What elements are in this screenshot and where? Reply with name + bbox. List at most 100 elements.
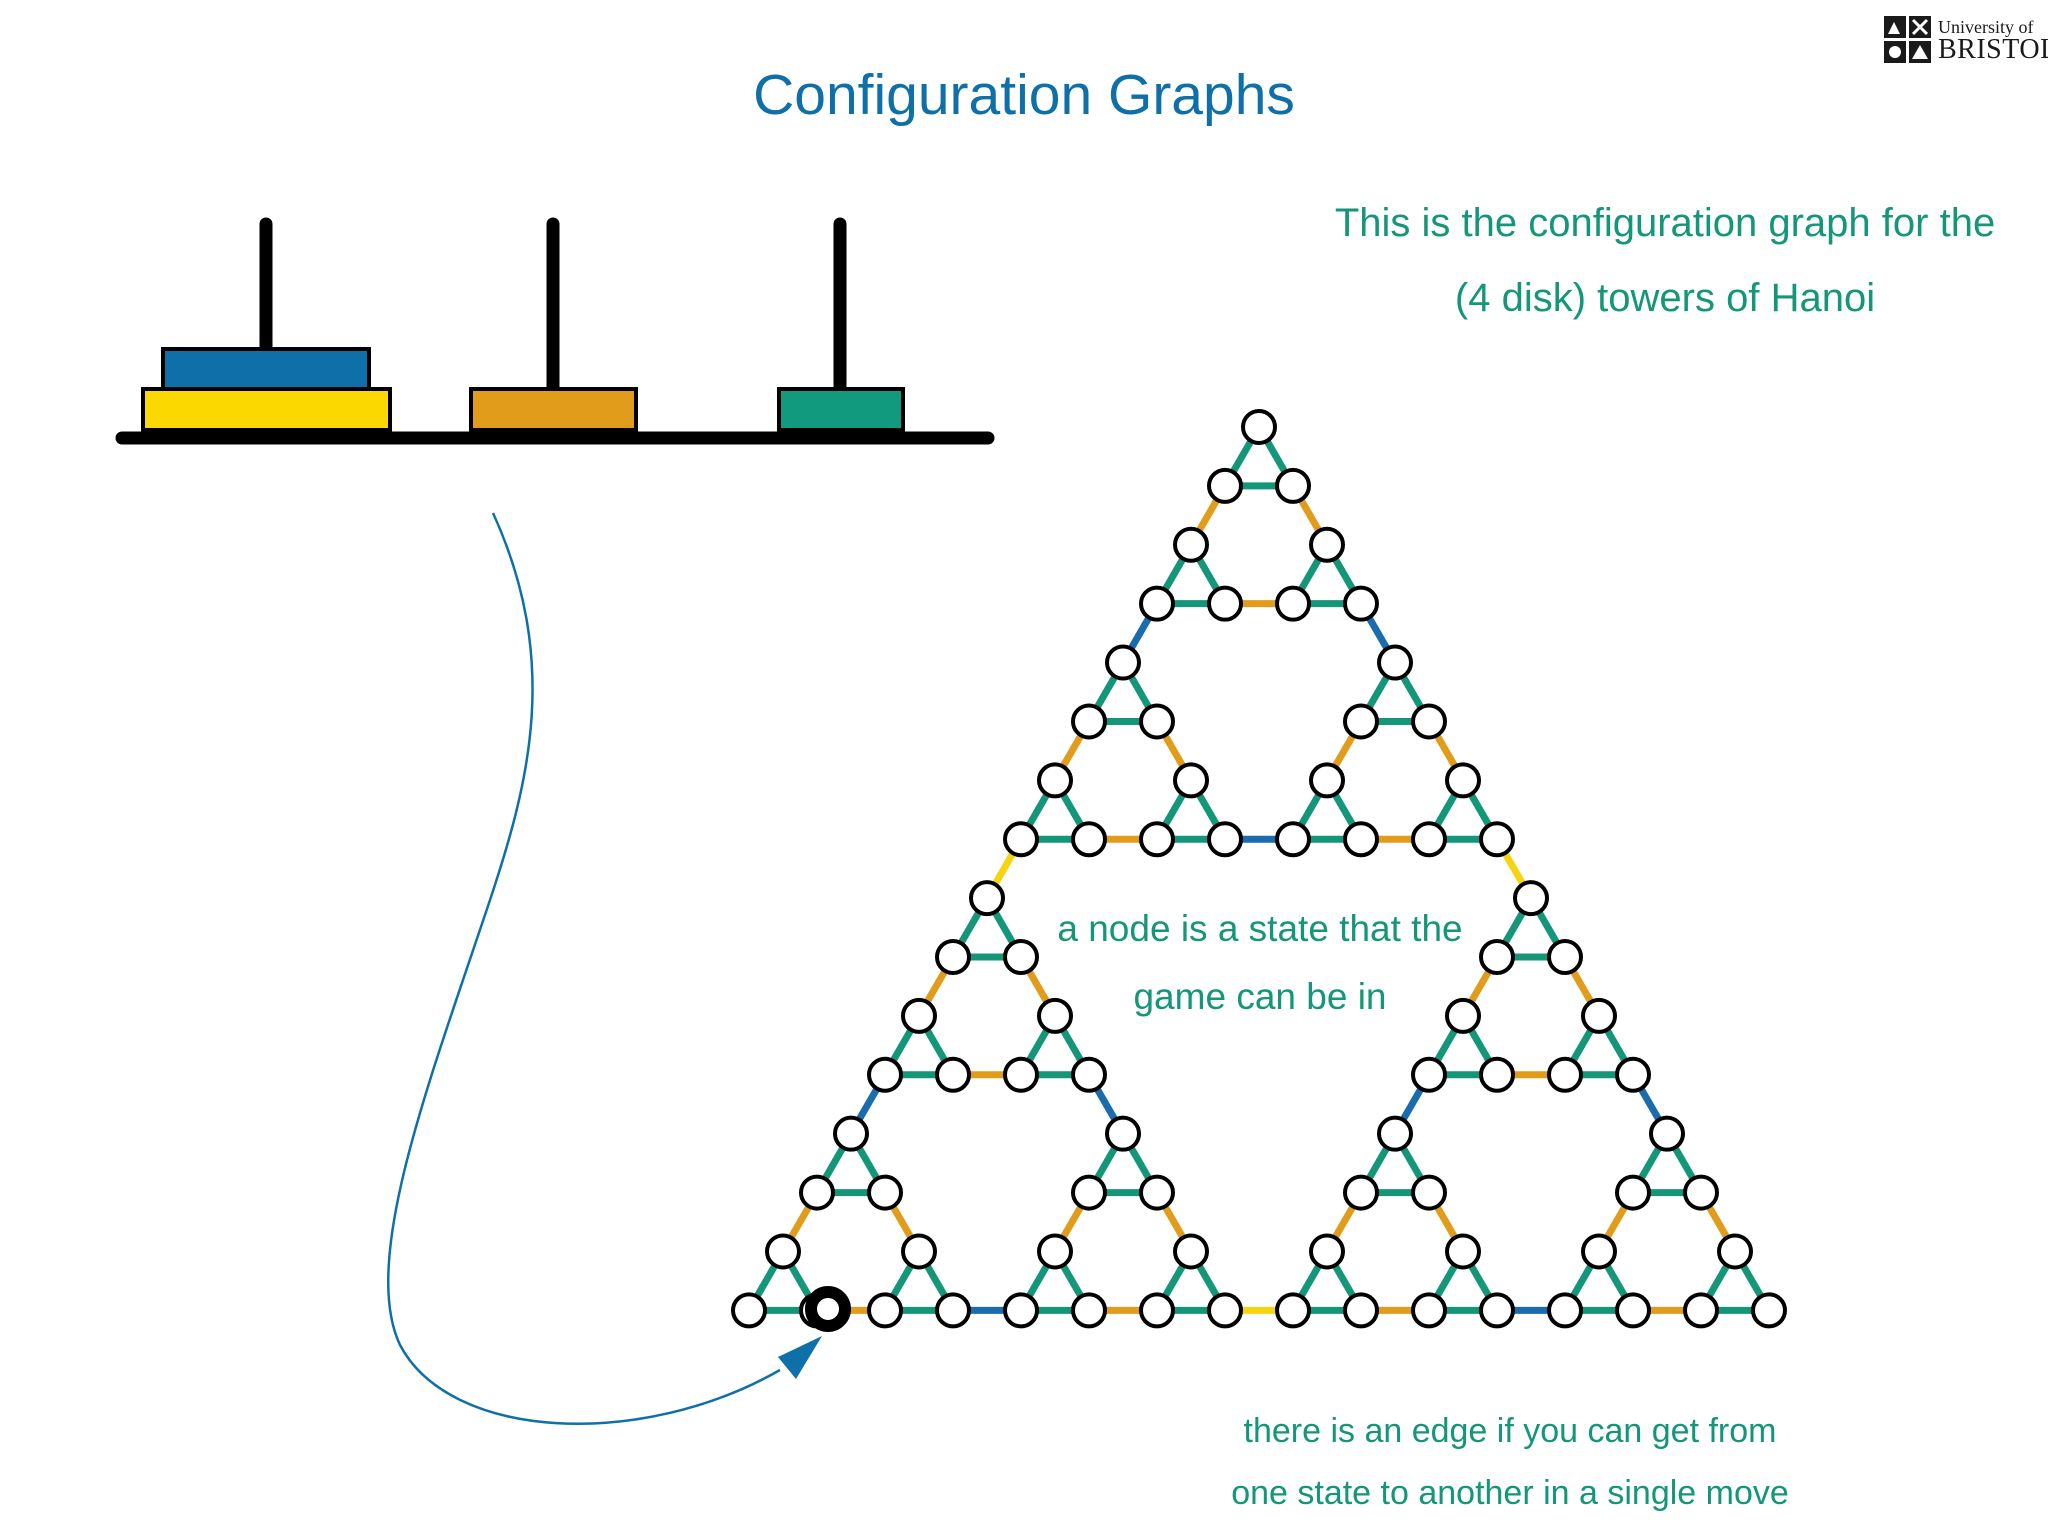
graph-node bbox=[867, 1292, 903, 1329]
graph-node bbox=[1411, 1056, 1447, 1093]
graph-node bbox=[1139, 1292, 1175, 1329]
graph-node bbox=[1479, 821, 1515, 858]
university-logo: University of BRISTOL bbox=[1882, 14, 2048, 66]
graph-node bbox=[1751, 1292, 1787, 1329]
graph-nodes bbox=[731, 409, 1787, 1332]
graph-node bbox=[1139, 821, 1175, 858]
graph-node bbox=[1071, 821, 1107, 858]
intro-caption-line-1: This is the configuration graph for the bbox=[1334, 201, 1996, 245]
graph-node bbox=[1411, 821, 1447, 858]
graph-node bbox=[1241, 409, 1277, 445]
hanoi-puzzle bbox=[115, 217, 995, 445]
graph-node bbox=[867, 1174, 903, 1211]
graph-node bbox=[1173, 1233, 1209, 1270]
graph-node bbox=[1683, 1292, 1719, 1329]
graph-node bbox=[1207, 821, 1243, 858]
graph-node bbox=[1377, 1115, 1413, 1152]
graph-node bbox=[1445, 1233, 1481, 1270]
graph-node bbox=[1343, 821, 1379, 858]
graph-node bbox=[1343, 585, 1379, 622]
graph-node bbox=[1547, 939, 1583, 976]
graph-node bbox=[1139, 585, 1175, 622]
edge-caption-line-1: there is an edge if you can get from bbox=[1243, 1412, 1777, 1450]
graph-node bbox=[1343, 703, 1379, 740]
graph-node bbox=[1581, 997, 1617, 1034]
graph-node bbox=[1547, 1056, 1583, 1093]
graph-node bbox=[1479, 1056, 1515, 1093]
graph-node bbox=[1581, 1233, 1617, 1270]
graph-node bbox=[1411, 1292, 1447, 1329]
graph-node bbox=[1513, 880, 1549, 917]
graph-node bbox=[1615, 1056, 1651, 1093]
graph-node bbox=[1343, 1174, 1379, 1211]
graph-node bbox=[1445, 997, 1481, 1034]
graph-node bbox=[969, 880, 1005, 917]
graph-node bbox=[1547, 1292, 1583, 1329]
graph-node bbox=[1309, 526, 1345, 563]
graph-node bbox=[867, 1056, 903, 1093]
graph-node bbox=[1037, 762, 1073, 799]
graph-node bbox=[935, 1056, 971, 1093]
graph-node bbox=[833, 1115, 869, 1152]
graph-node bbox=[935, 1292, 971, 1329]
graph-node bbox=[1717, 1233, 1753, 1270]
graph-node bbox=[1275, 821, 1311, 858]
graph-node bbox=[1207, 585, 1243, 622]
graph-node bbox=[1037, 997, 1073, 1034]
intro-caption: This is the configuration graph for the … bbox=[1280, 186, 2048, 336]
node-caption-line-2: game can be in bbox=[1133, 976, 1387, 1017]
graph-node bbox=[1275, 585, 1311, 622]
graph-node bbox=[765, 1233, 801, 1270]
intro-caption-line-2: (4 disk) towers of Hanoi bbox=[1454, 276, 1876, 320]
graph-edges bbox=[745, 425, 1773, 1314]
graph-node bbox=[1411, 703, 1447, 740]
graph-node bbox=[1207, 1292, 1243, 1329]
graph-node bbox=[1377, 644, 1413, 681]
graph-node bbox=[901, 997, 937, 1034]
graph-node bbox=[1105, 1115, 1141, 1152]
university-crest-icon bbox=[1884, 16, 1931, 63]
graph-node bbox=[731, 1292, 767, 1329]
graph-node bbox=[799, 1174, 835, 1211]
graph-node bbox=[1071, 703, 1107, 740]
graph-node bbox=[1071, 1174, 1107, 1211]
disk-blue bbox=[161, 347, 371, 391]
graph-node bbox=[1615, 1174, 1651, 1211]
graph-node bbox=[1479, 939, 1515, 976]
graph-node bbox=[1003, 939, 1039, 976]
disk-orange bbox=[469, 387, 638, 432]
arrow-line bbox=[387, 512, 781, 1426]
graph-node bbox=[1479, 1292, 1515, 1329]
graph-node bbox=[1207, 467, 1243, 504]
disk-green bbox=[777, 387, 905, 432]
graph-node bbox=[1139, 703, 1175, 740]
node-caption: a node is a state that the game can be i… bbox=[1000, 895, 1520, 1031]
logo-line-1: University of bbox=[1938, 17, 2034, 37]
graph-node bbox=[1683, 1174, 1719, 1211]
graph-node bbox=[1275, 1292, 1311, 1329]
graph-node bbox=[1275, 467, 1311, 504]
graph-node bbox=[935, 939, 971, 976]
graph-node bbox=[1309, 762, 1345, 799]
node-caption-line-1: a node is a state that the bbox=[1057, 908, 1463, 949]
highlighted-state-node bbox=[805, 1286, 851, 1332]
graph-node bbox=[1615, 1292, 1651, 1329]
logo-line-2: BRISTOL bbox=[1938, 34, 2048, 65]
graph-node bbox=[1003, 1056, 1039, 1093]
graph-node bbox=[1173, 762, 1209, 799]
graph-node bbox=[1105, 644, 1141, 681]
graph-node bbox=[901, 1233, 937, 1270]
graph-node bbox=[1343, 1292, 1379, 1329]
graph-node bbox=[1445, 762, 1481, 799]
arrow-icon bbox=[778, 1336, 822, 1379]
graph-node bbox=[1309, 1233, 1345, 1270]
edge-caption-line-2: one state to another in a single move bbox=[1231, 1474, 1789, 1512]
graph-node bbox=[1037, 1233, 1073, 1270]
graph-node bbox=[1649, 1115, 1685, 1152]
slide-title: Configuration Graphs bbox=[753, 63, 1295, 127]
graph-node bbox=[1139, 1174, 1175, 1211]
edge-caption: there is an edge if you can get from one… bbox=[1170, 1400, 1850, 1524]
graph-node bbox=[1003, 1292, 1039, 1329]
graph-node bbox=[1173, 526, 1209, 563]
